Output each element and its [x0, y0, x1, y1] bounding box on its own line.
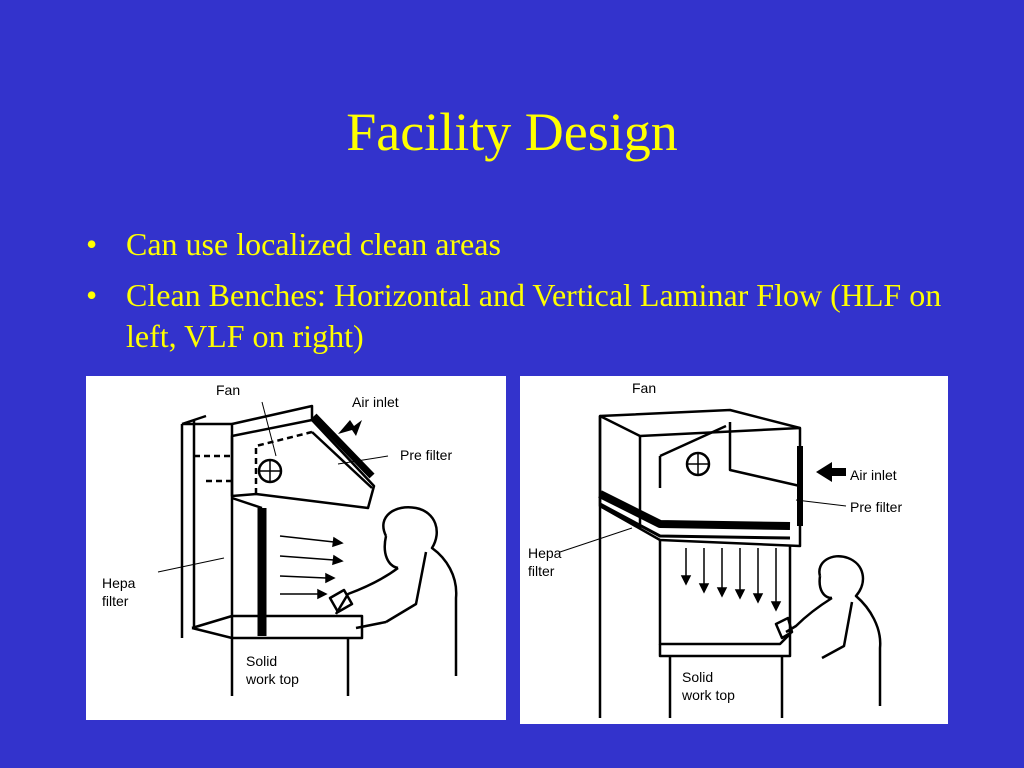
- vlf-diagram: Fan Air inlet Pre filter Hepa filter Sol…: [528, 380, 902, 718]
- vlf-diagram-panel: Fan Air inlet Pre filter Hepa filter Sol…: [520, 376, 948, 724]
- vlf-operator-figure: [785, 555, 882, 706]
- hlf-diagram-panel: Fan Air inlet Pre filter Hepa filter Sol…: [86, 376, 506, 720]
- hlf-cabinet-frame: [180, 414, 234, 638]
- vlf-worktop-label-1: Solid: [682, 669, 713, 685]
- bullet-item: • Clean Benches: Horizontal and Vertical …: [86, 275, 966, 357]
- hlf-airflow-arrows: [279, 535, 344, 600]
- hlf-air-inlet-arrow: [338, 420, 362, 436]
- hlf-diagram: Fan Air inlet Pre filter Hepa filter Sol…: [102, 382, 458, 696]
- hlf-worktop-label-2: work top: [245, 671, 299, 687]
- hlf-operator-figure: [334, 506, 458, 676]
- vlf-fan-label: Fan: [632, 380, 656, 396]
- hlf-pre-filter: [311, 413, 375, 479]
- bullet-text: Clean Benches: Horizontal and Vertical L…: [126, 277, 942, 354]
- hlf-hepa-label-1: Hepa: [102, 575, 136, 591]
- hlf-pre-filter-label: Pre filter: [400, 447, 452, 463]
- bullet-marker: •: [86, 277, 98, 313]
- slide-title: Facility Design: [346, 102, 678, 162]
- bullet-text: Can use localized clean areas: [126, 226, 501, 262]
- hlf-hepa-label-2: filter: [102, 593, 129, 609]
- hlf-top-housing: [230, 418, 376, 510]
- vlf-hepa-filter: [598, 490, 791, 530]
- vlf-hepa-label-1: Hepa: [528, 545, 562, 561]
- hlf-worktop-label-1: Solid: [246, 653, 277, 669]
- hlf-air-inlet-label: Air inlet: [352, 394, 399, 410]
- vlf-worktop: [658, 634, 792, 658]
- bullet-list: • Can use localized clean areas • Clean Be…: [86, 224, 966, 367]
- bullet-marker: •: [86, 226, 98, 262]
- vlf-air-inlet-arrow: [816, 462, 846, 482]
- vlf-pre-filter-label: Pre filter: [850, 499, 902, 515]
- vlf-air-inlet-label: Air inlet: [850, 467, 897, 483]
- vlf-hepa-label-2: filter: [528, 563, 555, 579]
- hlf-fan-label: Fan: [216, 382, 240, 398]
- hlf-worktop: [191, 614, 364, 640]
- bullet-item: • Can use localized clean areas: [86, 224, 966, 265]
- vlf-airflow-arrows: [680, 548, 782, 612]
- vlf-worktop-label-2: work top: [681, 687, 735, 703]
